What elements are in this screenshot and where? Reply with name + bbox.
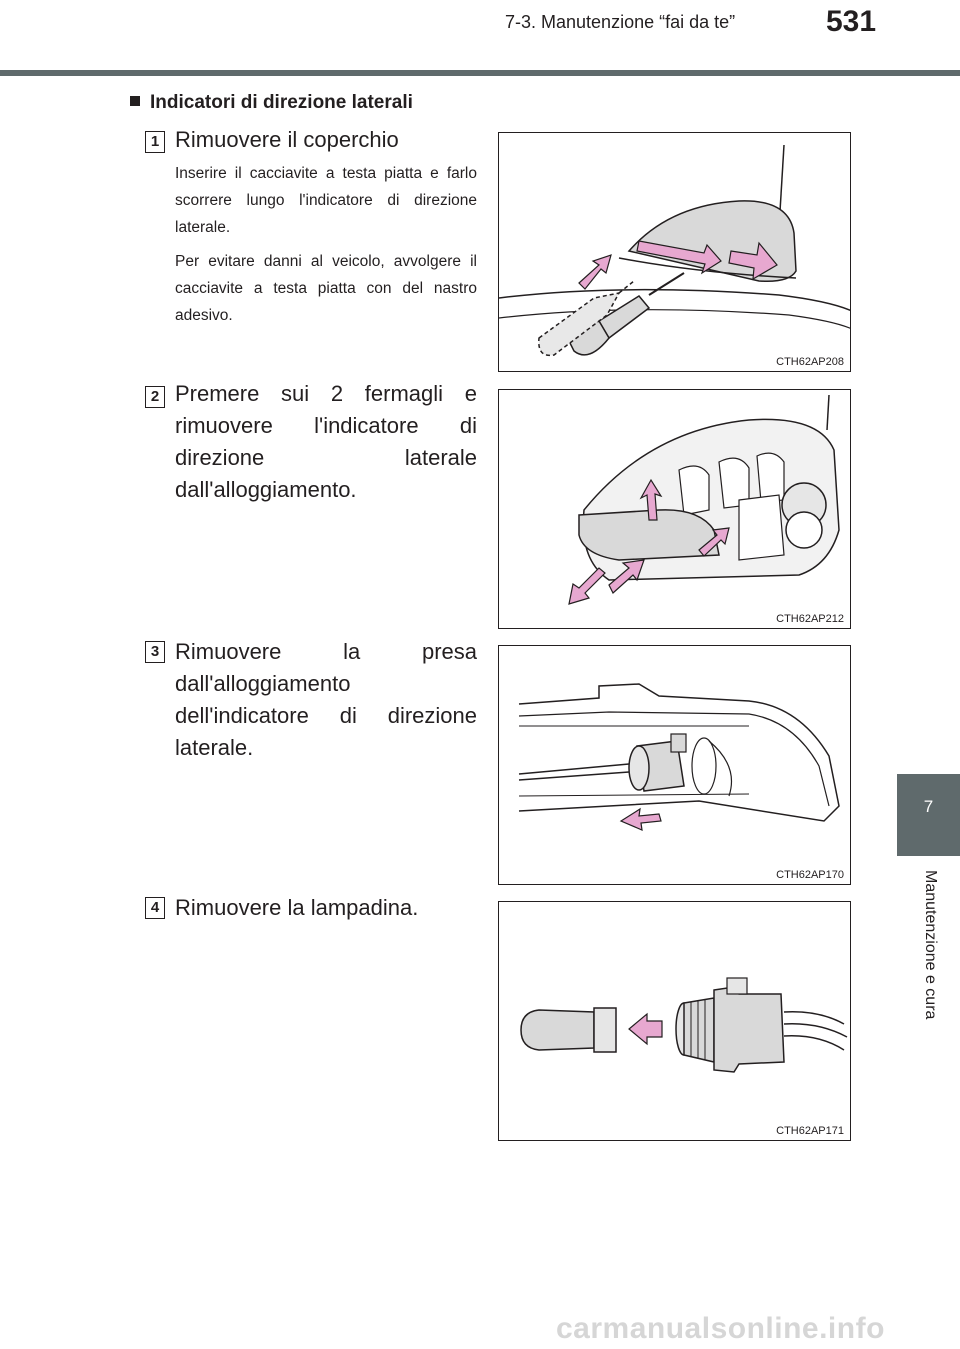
chapter-label: Manutenzione e cura — [917, 870, 943, 1070]
figure-code-2: CTH62AP212 — [776, 613, 844, 625]
figure-code-4: CTH62AP171 — [776, 1125, 844, 1137]
figure-code-3: CTH62AP170 — [776, 869, 844, 881]
step-1-badge: 1 — [145, 131, 165, 153]
header-section-title: 7-3. Manutenzione “fai da te” — [505, 12, 736, 32]
bullet-square-icon — [130, 96, 140, 106]
section-title-text: Indicatori di direzione laterali — [150, 92, 413, 113]
step-1-note-1: Inserire il cacciavite a testa piatta e … — [175, 165, 477, 236]
step-3-text: Rimuovere la presa dall'alloggiamento de… — [175, 639, 477, 760]
page-number: 531 — [826, 5, 877, 38]
figure-step-1: CTH62AP208 — [498, 132, 851, 372]
figure-step-3: CTH62AP170 — [498, 645, 851, 885]
chapter-tab[interactable]: 7 — [897, 774, 960, 856]
step-1-text: Rimuovere il coperchio — [175, 127, 399, 152]
socket-removal-illustration — [518, 683, 840, 831]
watermark: carmanualsonline.info — [556, 1312, 885, 1345]
mirror-cover-illustration — [499, 144, 850, 357]
figure-step-2: CTH62AP212 — [498, 389, 851, 629]
step-2-badge: 2 — [145, 386, 165, 408]
step-4-text: Rimuovere la lampadina. — [175, 895, 419, 920]
chapter-number: 7 — [923, 797, 934, 816]
step-4-badge: 4 — [145, 897, 165, 919]
bulb-removal-illustration — [520, 977, 848, 1073]
chapter-title: Manutenzione e cura — [922, 870, 939, 1020]
section-title: Indicatori di direzione laterali — [130, 92, 413, 114]
figure-code-1: CTH62AP208 — [776, 356, 844, 368]
header-rule — [0, 70, 960, 76]
step-1-note-2: Per evitare danni al veicolo, avvolgere … — [175, 253, 477, 324]
indicator-removal-illustration — [568, 394, 840, 605]
step-2-text: Premere sui 2 fermagli e rimuovere l'ind… — [175, 381, 477, 502]
step-3-badge: 3 — [145, 641, 165, 663]
figure-step-4: CTH62AP171 — [498, 901, 851, 1141]
